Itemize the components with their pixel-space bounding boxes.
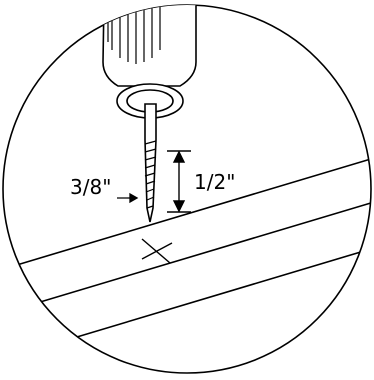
board-lines [0,158,374,360]
drill-icon [103,0,196,118]
board-line-top [0,158,374,270]
drill-bit-icon [145,104,156,222]
x-mark-icon [142,239,172,263]
board-line-middle [0,202,374,314]
depth-label: 1/2" [194,170,235,194]
depth-dimension [167,151,191,212]
board-line-bottom [0,248,374,360]
arrow-right-icon [117,194,137,202]
bit-size-label: 3/8" [70,175,111,199]
